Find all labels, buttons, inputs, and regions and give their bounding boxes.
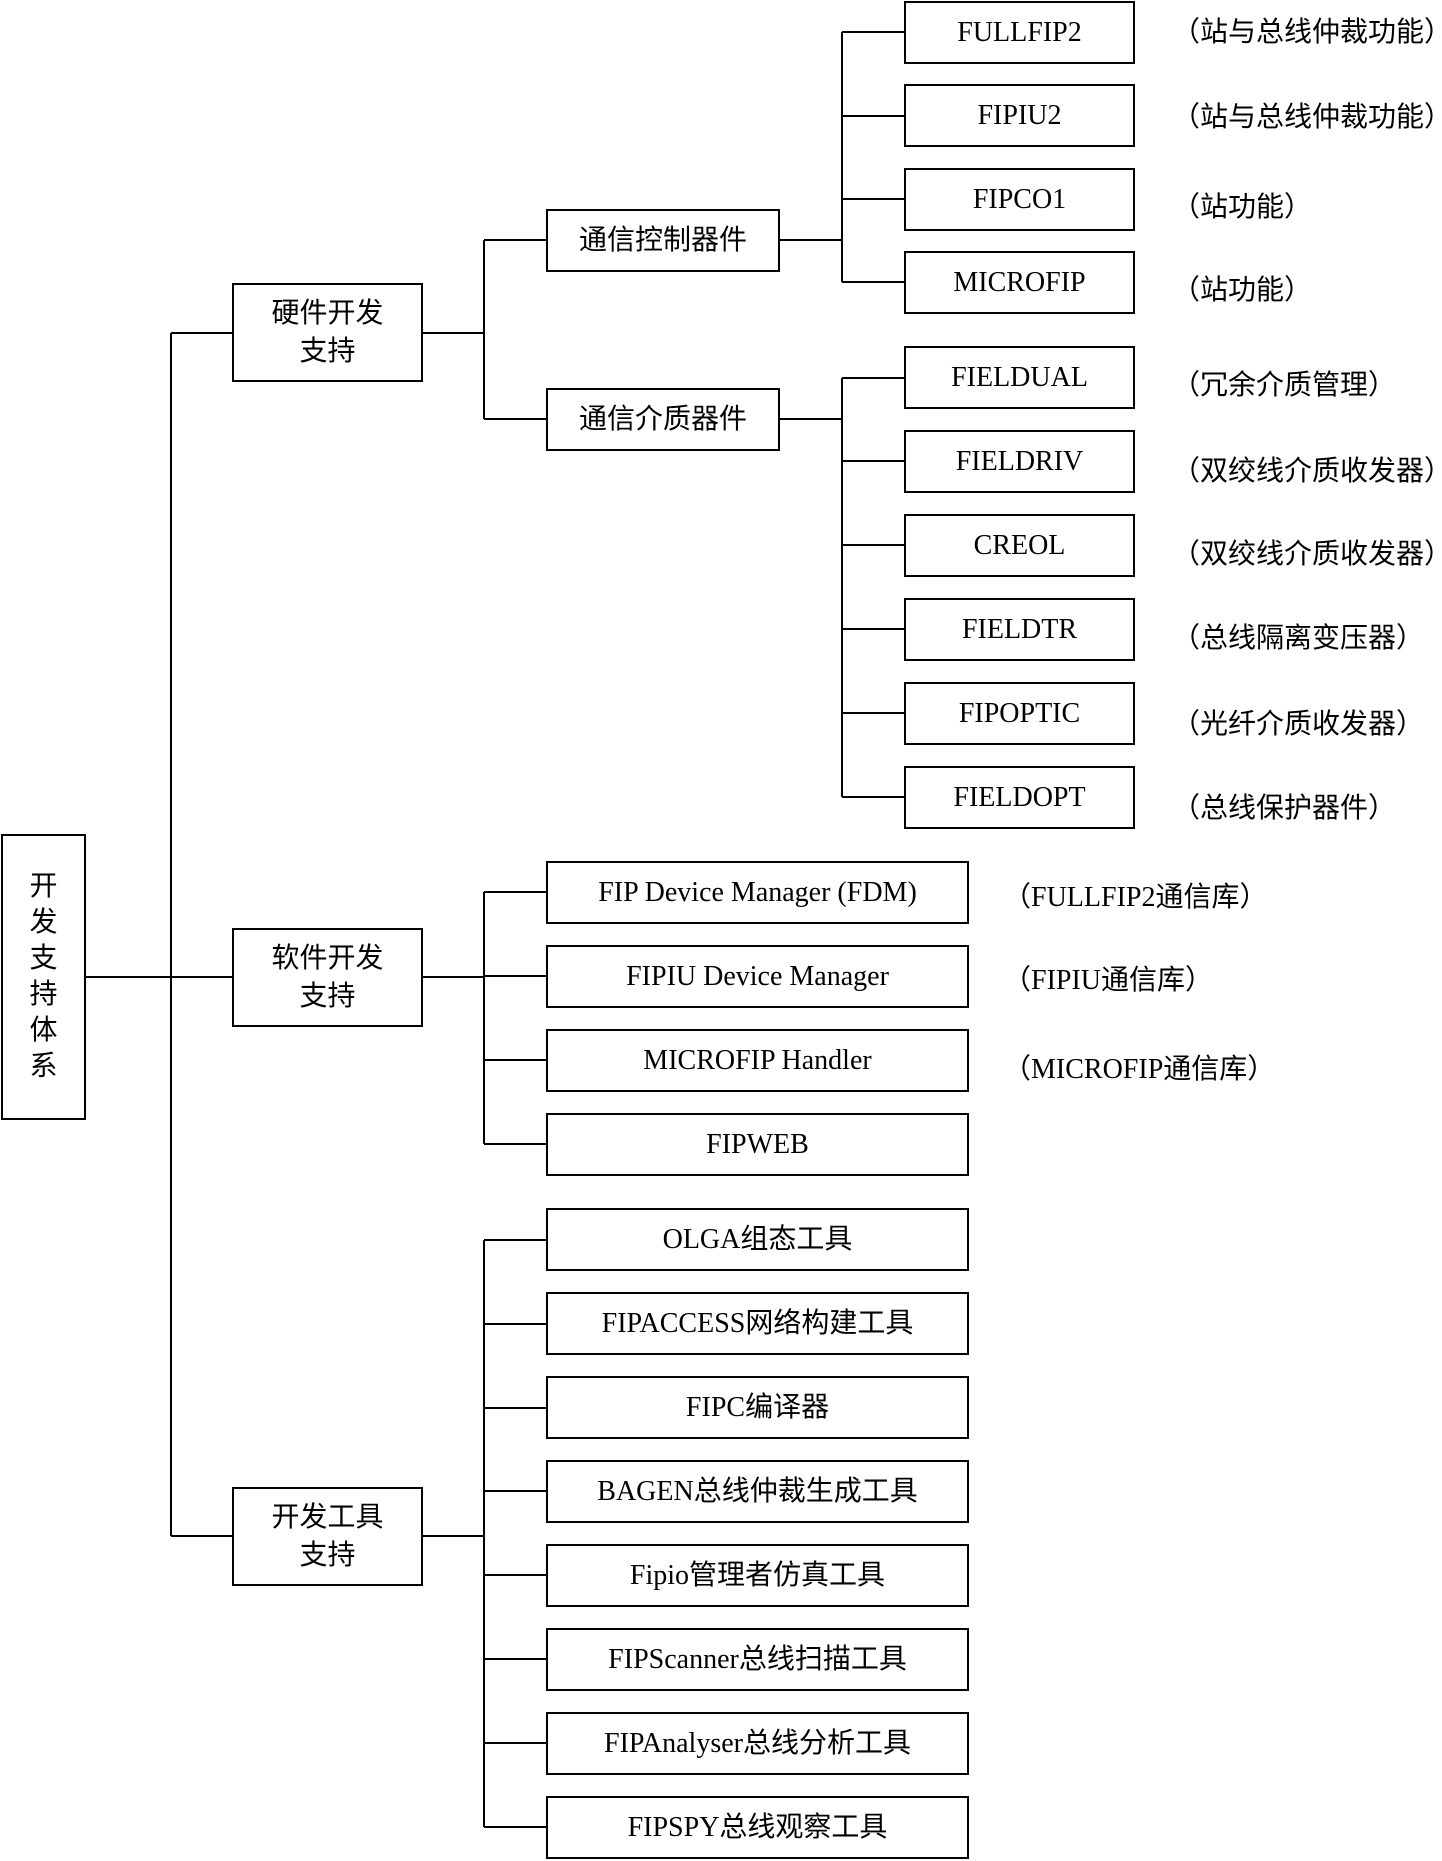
- root-label-char: 系: [29, 1051, 58, 1082]
- item-microfip-handler: MICROFIP Handler: [546, 1029, 969, 1092]
- subgroup-comm-medium-label: 通信介质器件: [578, 403, 747, 435]
- item-fullfip2-label: FULLFIP2: [957, 16, 1082, 48]
- note-fieldtr: （总线隔离变压器）: [1172, 623, 1425, 654]
- item-fullfip2: FULLFIP2: [904, 1, 1135, 64]
- item-fipoptic-label: FIPOPTIC: [958, 697, 1081, 729]
- root-label: 开发支持体系: [29, 869, 57, 1085]
- branch-tools-label-line1: 开发工具: [271, 1501, 384, 1533]
- item-olga-label: OLGA组态工具: [662, 1223, 853, 1255]
- item-fipio: Fipio管理者仿真工具: [546, 1544, 969, 1607]
- branch-hardware-label-line1: 硬件开发: [271, 297, 384, 329]
- item-fieldopt: FIELDOPT: [904, 766, 1135, 829]
- item-microfip: MICROFIP: [904, 251, 1135, 314]
- item-fipanalyser-label: FIPAnalyser总线分析工具: [604, 1727, 911, 1759]
- item-fipio-label: Fipio管理者仿真工具: [629, 1559, 886, 1591]
- root-label-char: 开: [29, 871, 58, 902]
- item-fieldual-label: FIELDUAL: [951, 361, 1088, 393]
- root-label-char: 发: [29, 907, 58, 938]
- branch-software-label-line2: 支持: [299, 980, 356, 1012]
- item-fdm-label: FIP Device Manager (FDM): [598, 876, 917, 908]
- item-microfip-handler-label: MICROFIP Handler: [643, 1044, 872, 1076]
- item-fipspy-label: FIPSPY总线观察工具: [627, 1811, 888, 1843]
- note-fipiu2: （站与总线仲裁功能）: [1172, 102, 1442, 133]
- note-fdm: （FULLFIP2通信库）: [1003, 882, 1268, 913]
- subgroup-comm-controller: 通信控制器件: [546, 209, 780, 272]
- item-fipweb: FIPWEB: [546, 1113, 969, 1176]
- item-fieldriv: FIELDRIV: [904, 430, 1135, 493]
- item-fipaccess: FIPACCESS网络构建工具: [546, 1292, 969, 1355]
- subgroup-comm-medium: 通信介质器件: [546, 388, 780, 451]
- branch-hardware-support: 硬件开发 支持: [232, 283, 423, 382]
- note-microfip-handler: （MICROFIP通信库）: [1003, 1054, 1276, 1085]
- note-fieldriv: （双绞线介质收发器）: [1172, 456, 1442, 487]
- note-fieldopt: （总线保护器件）: [1172, 793, 1397, 824]
- item-creol: CREOL: [904, 514, 1135, 577]
- note-fullfip2: （站与总线仲裁功能）: [1172, 17, 1442, 48]
- item-fieldtr: FIELDTR: [904, 598, 1135, 661]
- root-label-char: 体: [29, 1015, 58, 1046]
- note-microfip: （站功能）: [1172, 275, 1313, 306]
- item-microfip-label: MICROFIP: [953, 266, 1086, 298]
- item-fipc-label: FIPC编译器: [685, 1391, 830, 1423]
- item-fipoptic: FIPOPTIC: [904, 682, 1135, 745]
- branch-software-support: 软件开发 支持: [232, 928, 423, 1027]
- note-fipoptic: （光纤介质收发器）: [1172, 709, 1425, 740]
- item-fdm: FIP Device Manager (FDM): [546, 861, 969, 924]
- item-fipspy: FIPSPY总线观察工具: [546, 1796, 969, 1859]
- item-fipscanner-label: FIPScanner总线扫描工具: [608, 1643, 907, 1675]
- item-bagen: BAGEN总线仲裁生成工具: [546, 1460, 969, 1523]
- branch-hardware-label-line2: 支持: [299, 335, 356, 367]
- root-label-char: 持: [29, 979, 58, 1010]
- item-fipaccess-label: FIPACCESS网络构建工具: [601, 1307, 914, 1339]
- item-fieldtr-label: FIELDTR: [961, 613, 1078, 645]
- item-fipiu2: FIPIU2: [904, 84, 1135, 147]
- item-fipiu-device-manager-label: FIPIU Device Manager: [626, 960, 889, 992]
- item-fipscanner: FIPScanner总线扫描工具: [546, 1628, 969, 1691]
- item-fipco1-label: FIPCO1: [972, 183, 1067, 215]
- item-bagen-label: BAGEN总线仲裁生成工具: [597, 1475, 918, 1507]
- note-fipco1: （站功能）: [1172, 192, 1313, 223]
- branch-tools-support: 开发工具 支持: [232, 1487, 423, 1586]
- root-label-char: 支: [29, 943, 58, 974]
- branch-tools-label-line2: 支持: [299, 1539, 356, 1571]
- note-fieldual: （冗余介质管理）: [1172, 370, 1397, 401]
- root-box: 开发支持体系: [1, 834, 86, 1120]
- subgroup-comm-controller-label: 通信控制器件: [578, 224, 747, 256]
- note-fipiu-device-manager: （FIPIU通信库）: [1003, 965, 1214, 996]
- item-creol-label: CREOL: [973, 529, 1066, 561]
- item-fipco1: FIPCO1: [904, 168, 1135, 231]
- item-fieldual: FIELDUAL: [904, 346, 1135, 409]
- note-creol: （双绞线介质收发器）: [1172, 539, 1442, 570]
- item-fipweb-label: FIPWEB: [706, 1128, 809, 1160]
- item-fipiu-device-manager: FIPIU Device Manager: [546, 945, 969, 1008]
- item-fipiu2-label: FIPIU2: [977, 99, 1062, 131]
- item-fipanalyser: FIPAnalyser总线分析工具: [546, 1712, 969, 1775]
- item-fieldopt-label: FIELDOPT: [953, 781, 1086, 813]
- item-olga: OLGA组态工具: [546, 1208, 969, 1271]
- item-fieldriv-label: FIELDRIV: [955, 445, 1084, 477]
- branch-software-label-line1: 软件开发: [271, 942, 384, 974]
- item-fipc: FIPC编译器: [546, 1376, 969, 1439]
